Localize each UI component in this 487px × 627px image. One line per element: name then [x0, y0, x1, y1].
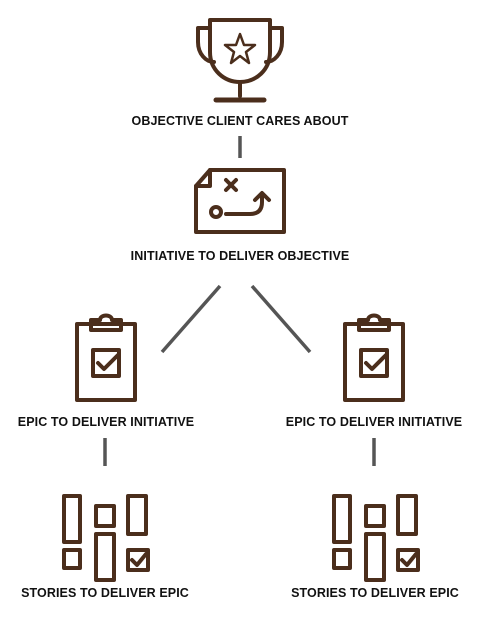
connector-initiative-epic-left: [160, 284, 222, 354]
trophy-star-icon: [196, 18, 284, 103]
clipboard-check-icon: [343, 313, 405, 402]
connector-epic-right-stories: [372, 438, 376, 466]
clipboard-check-icon: [75, 313, 137, 402]
connector-objective-initiative: [238, 136, 242, 158]
story-board-icon: [332, 494, 420, 582]
stories-right-label: STORIES TO DELIVER EPIC: [291, 586, 459, 600]
connector-initiative-epic-right: [250, 284, 312, 354]
story-board-icon: [62, 494, 150, 582]
game-plan-map-icon: [194, 168, 286, 234]
objective-label: OBJECTIVE CLIENT CARES ABOUT: [131, 114, 349, 128]
stories-left-label: STORIES TO DELIVER EPIC: [21, 586, 189, 600]
epic-left-label: EPIC TO DELIVER INITIATIVE: [17, 415, 195, 429]
epic-right-label: EPIC TO DELIVER INITIATIVE: [285, 415, 463, 429]
initiative-label: INITIATIVE TO DELIVER OBJECTIVE: [130, 249, 350, 263]
connector-epic-left-stories: [103, 438, 107, 466]
